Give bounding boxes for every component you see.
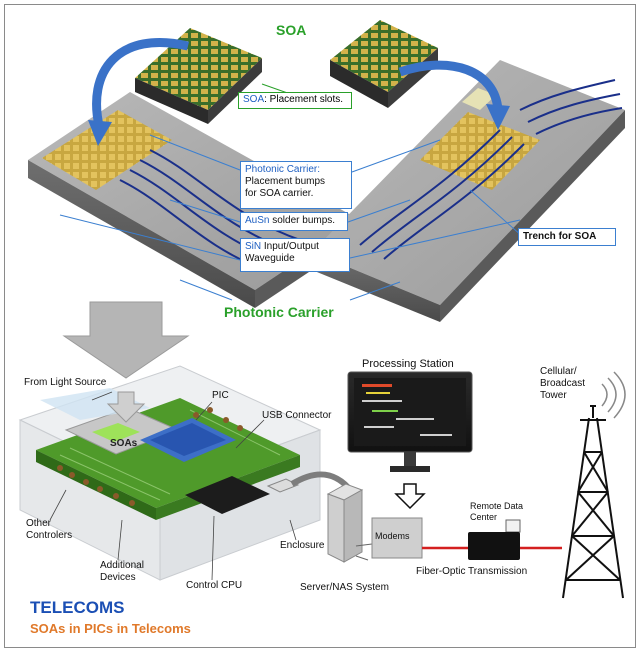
ausn-callout: AuSn solder bumps. bbox=[240, 212, 348, 231]
circuit-board bbox=[36, 398, 300, 520]
cellular-broadcast-tower bbox=[562, 405, 624, 599]
other-controlers-line1: Other bbox=[26, 518, 52, 529]
server-nas-label: Server/NAS System bbox=[300, 582, 389, 593]
modems-label: Modems bbox=[375, 531, 410, 541]
tower-line2: Broadcast bbox=[540, 378, 586, 389]
ausn-prefix: AuSn bbox=[245, 215, 270, 226]
control-cpu-label: Control CPU bbox=[186, 580, 243, 591]
photonic-carrier-title: Photonic Carrier bbox=[224, 304, 334, 320]
soas-label: SOAs bbox=[110, 438, 138, 449]
from-light-source-label: From Light Source bbox=[24, 377, 107, 388]
photonic-carrier-callout-line2: for SOA carrier. bbox=[245, 188, 314, 199]
other-controlers-label: Other Controlers bbox=[26, 518, 72, 542]
processing-station-label: Processing Station bbox=[362, 358, 454, 370]
soa-placement-text: : Placement slots. bbox=[264, 94, 344, 105]
photonic-carrier-callout: Photonic Carrier: Placement bumps for SO… bbox=[240, 161, 352, 209]
enclosure-label: Enclosure bbox=[280, 540, 325, 551]
sin-waveguide-line2: Waveguide bbox=[245, 253, 295, 264]
pic-label: PIC bbox=[212, 390, 229, 401]
additional-devices-line2: Devices bbox=[100, 572, 136, 583]
tower-label: Cellular/ Broadcast Tower bbox=[540, 366, 585, 402]
soa-title: SOA bbox=[276, 22, 307, 38]
usb-connector-label: USB Connector bbox=[262, 410, 332, 421]
ausn-text: solder bumps. bbox=[269, 215, 336, 226]
tower-line1: Cellular/ bbox=[540, 366, 577, 377]
photonic-carrier-callout-line1: Placement bumps bbox=[245, 176, 326, 187]
fiber-optic-label: Fiber-Optic Transmission bbox=[416, 566, 528, 577]
telecoms-title: TELECOMS bbox=[30, 598, 125, 617]
other-controlers-line2: Controlers bbox=[26, 530, 73, 541]
soa-placement-prefix: SOA bbox=[243, 94, 265, 105]
right-photonic-carrier-slab bbox=[312, 60, 625, 322]
remote-data-line2: Center bbox=[470, 512, 498, 522]
sin-text: Input/Output bbox=[261, 241, 319, 252]
sin-waveguide-callout: SiN Input/Output Waveguide bbox=[240, 238, 350, 272]
server-nas-system bbox=[326, 483, 364, 563]
left-soa-chip bbox=[135, 28, 262, 124]
telecoms-subtitle: SOAs in PICs in Telecoms bbox=[30, 621, 191, 636]
soa-placement-callout: SOA: Placement slots. bbox=[238, 92, 352, 109]
diagram-frame bbox=[4, 4, 636, 648]
tower-line3: Tower bbox=[540, 390, 567, 401]
sin-prefix: SiN bbox=[245, 241, 262, 252]
photonic-carrier-callout-title: Photonic Carrier: bbox=[245, 164, 321, 175]
processing-station-monitor bbox=[347, 371, 473, 472]
additional-devices-line1: Additional bbox=[100, 560, 144, 571]
remote-data-center-label: Remote Data Center bbox=[470, 501, 523, 523]
remote-data-line1: Remote Data bbox=[470, 501, 524, 511]
trench-callout: Trench for SOA bbox=[518, 228, 616, 246]
additional-devices-label: Additional Devices bbox=[100, 560, 144, 584]
